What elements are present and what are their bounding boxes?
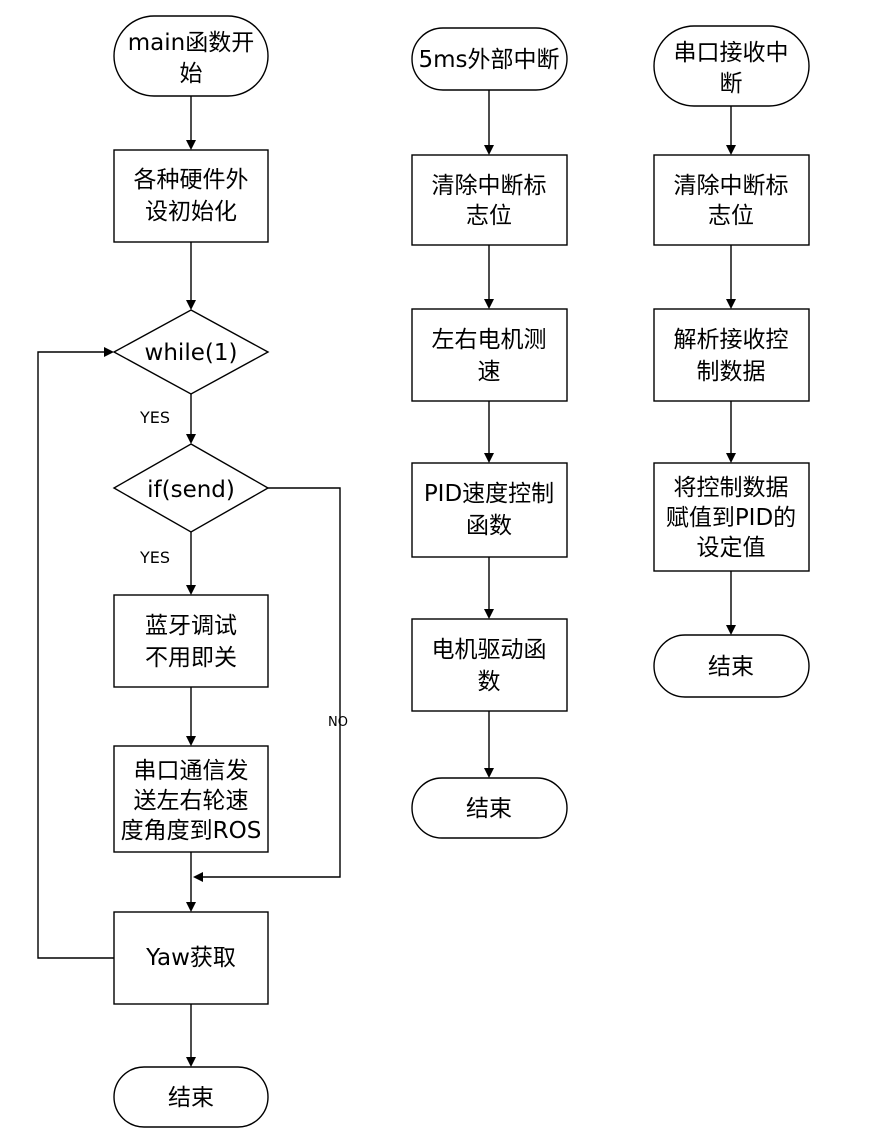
if-send-label: if(send) [147, 477, 235, 503]
serial-send-line-2: 送左右轮速 [134, 788, 249, 814]
yes-label-1: YES [139, 408, 170, 427]
motor-drive-line-1: 电机驱动函 [432, 637, 547, 663]
assign-line-1: 将控制数据 [674, 475, 789, 501]
bluetooth-process-box [113, 594, 269, 688]
timer-start-label: 5ms外部中断 [418, 47, 559, 73]
pid-control-box [411, 462, 568, 558]
init-line-1: 各种硬件外 [134, 167, 249, 193]
timer-end-terminal [411, 777, 568, 839]
arrowhead [484, 145, 494, 155]
edge-loop-back [37, 351, 114, 959]
arrowhead [186, 1057, 196, 1067]
arrowhead [186, 140, 196, 150]
yes-label-2: YES [139, 548, 170, 567]
timer-end-label: 结束 [466, 796, 512, 822]
uart-clear-flag-box [653, 154, 810, 246]
main-end-terminal [113, 1066, 269, 1128]
parse-line-1: 解析接收控 [674, 327, 789, 353]
serial-send-line-3: 度角度到ROS [121, 818, 262, 844]
uart-clear-line-1: 清除中断标 [674, 173, 789, 199]
assign-line-2: 赋值到PID的 [666, 505, 796, 531]
motor-drive-line-2: 数 [478, 669, 501, 695]
pid-line-2: 函数 [466, 513, 512, 539]
arrowhead [484, 768, 494, 778]
main-end-label: 结束 [168, 1085, 214, 1111]
main-flow: main函数开 始 各种硬件外 设初始化 while(1) YES if(sen… [37, 15, 348, 1128]
yaw-label: Yaw获取 [145, 945, 236, 971]
timer-flow: 5ms外部中断 清除中断标 志位 左右电机测 速 PID速度控制 函数 电机驱动… [411, 27, 568, 839]
arrowhead [186, 300, 196, 310]
pid-line-1: PID速度控制 [424, 481, 554, 507]
uart-clear-line-2: 志位 [708, 203, 754, 229]
no-label: NO [328, 715, 348, 730]
edge-no-branch [203, 487, 341, 878]
while-label: while(1) [145, 340, 238, 366]
main-start-line-1: main函数开 [128, 30, 254, 56]
arrowhead [726, 145, 736, 155]
main-start-line-2: 始 [180, 61, 203, 87]
parse-line-2: 制数据 [697, 359, 766, 385]
arrowhead [484, 609, 494, 619]
serial-send-line-1: 串口通信发 [134, 758, 249, 784]
arrowhead [186, 434, 196, 444]
arrowhead [484, 453, 494, 463]
uart-start-line-2: 断 [720, 71, 743, 97]
speed-measure-box [411, 308, 568, 402]
arrowhead [726, 625, 736, 635]
motor-drive-box [411, 618, 568, 712]
timer-clear-flag-box [411, 154, 568, 246]
arrowhead [104, 347, 114, 357]
init-line-2: 设初始化 [145, 199, 237, 225]
assign-pid-box [653, 462, 810, 572]
arrowhead [186, 902, 196, 912]
uart-start-line-1: 串口接收中 [674, 40, 789, 66]
arrowhead [186, 736, 196, 746]
speed-measure-line-2: 速 [478, 359, 501, 385]
speed-measure-line-1: 左右电机测 [432, 327, 547, 353]
uart-end-label: 结束 [708, 654, 754, 680]
arrowhead [726, 453, 736, 463]
timer-clear-line-1: 清除中断标 [432, 173, 547, 199]
arrowhead [193, 872, 203, 882]
bluetooth-line-1: 蓝牙调试 [145, 613, 237, 639]
assign-line-3: 设定值 [697, 535, 766, 561]
arrowhead [186, 585, 196, 595]
uart-flow: 串口接收中 断 清除中断标 志位 解析接收控 制数据 将控制数据 赋值到PID的… [653, 25, 810, 698]
init-process-box [113, 149, 269, 243]
timer-clear-line-2: 志位 [466, 203, 512, 229]
arrowhead [726, 299, 736, 309]
arrowhead [484, 299, 494, 309]
bluetooth-line-2: 不用即关 [145, 645, 237, 671]
uart-end-terminal [653, 634, 810, 698]
parse-data-box [653, 308, 810, 402]
